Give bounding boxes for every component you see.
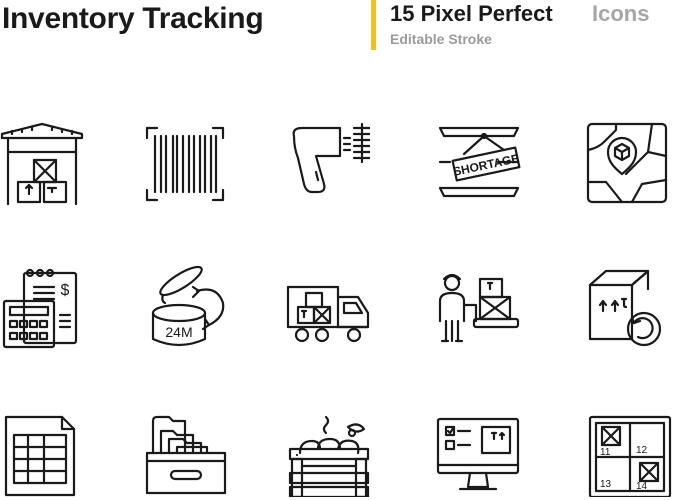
map-location-icon: [586, 122, 670, 206]
duration-text: 24M: [165, 324, 192, 340]
inventory-monitor-icon: [436, 413, 520, 497]
pixel-perfect-label: 15 Pixel Perfect: [390, 1, 553, 26]
location-label-14: 14: [636, 481, 648, 492]
delivery-truck-icon: [286, 265, 370, 349]
location-label-12: 12: [636, 445, 648, 456]
warehouse-worker-icon: [436, 265, 520, 349]
barcode-icon: [143, 122, 227, 206]
location-label-11: 11: [600, 447, 611, 458]
file-cabinet-icon: [143, 413, 227, 497]
icons-label: Icons: [592, 1, 650, 26]
shortage-shelf-icon: SHORTAGE: [438, 122, 522, 206]
barcode-scanner-icon: [286, 122, 370, 206]
produce-crate-icon: [286, 413, 370, 497]
accent-divider: [371, 0, 376, 50]
warehouse-icon: [0, 122, 84, 206]
editable-stroke-label: Editable Stroke: [390, 31, 492, 47]
accounting-calculator-icon: $: [0, 265, 84, 349]
storage-locations-icon: 11 12 13 14: [588, 413, 672, 497]
page-title: Inventory Tracking: [2, 2, 264, 35]
shelf-life-jar-icon: 24M: [143, 265, 227, 349]
spreadsheet-icon: [0, 413, 84, 497]
location-label-13: 13: [600, 479, 612, 490]
box-return-icon: [586, 265, 670, 349]
svg-text:$: $: [61, 282, 70, 299]
